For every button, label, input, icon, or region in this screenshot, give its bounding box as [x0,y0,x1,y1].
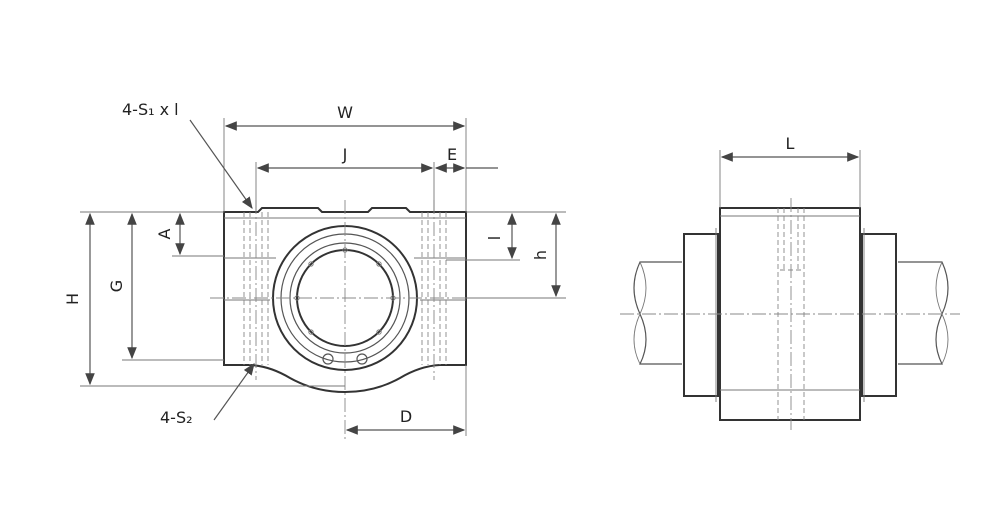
shaft-left-break [633,261,647,365]
set-screw-left [322,353,334,365]
shaft-right [898,261,949,365]
set-screw-right [356,353,368,365]
s1-label: 4-S₁ x l [122,100,179,119]
shaft-right-break [935,261,949,365]
j-label: J [342,145,348,164]
seal-right [861,233,897,397]
shaft-left [633,261,682,365]
a-label: A [155,228,174,239]
s1-leader [189,119,253,209]
s2-leader [213,363,255,421]
g-label: G [107,280,126,292]
h-label: H [63,293,82,305]
housing-outline [223,207,467,394]
seal-left [683,233,719,397]
front-view: W J E 4-S₁ x l A G H l [63,100,566,440]
w-label: W [337,103,353,122]
side-view: L [620,134,960,430]
hh-label: h [531,250,550,260]
s2-label: 4-S₂ [160,408,193,427]
d-label: D [400,407,412,426]
l-small-label: l [485,236,504,240]
e-label: E [447,145,457,164]
L-label: L [786,134,795,153]
